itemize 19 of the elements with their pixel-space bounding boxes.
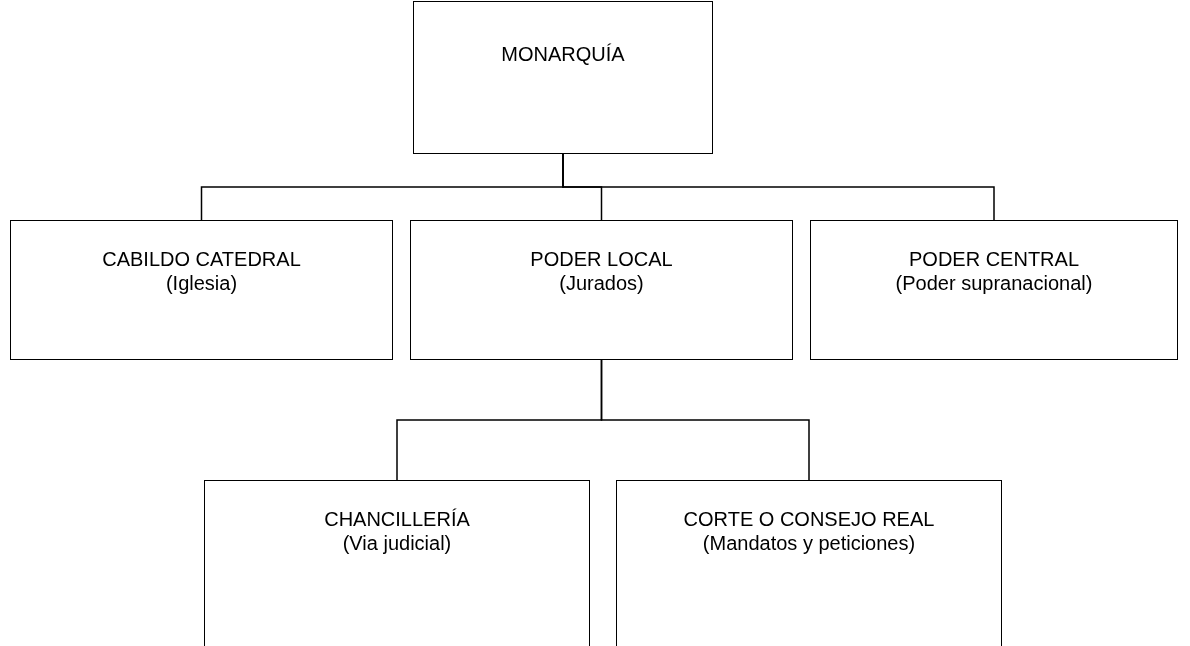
box-title: CABILDO CATEDRAL: [102, 247, 301, 271]
box-title: PODER CENTRAL: [909, 247, 1079, 271]
box-subtitle: (Poder supranacional): [895, 271, 1093, 295]
box-subtitle: (Mandatos y peticiones): [702, 531, 916, 555]
box-title: CHANCILLERÍA: [324, 507, 470, 531]
org-box: [10, 220, 393, 360]
org-box: [810, 220, 1178, 360]
org-box: [410, 220, 793, 360]
box-subtitle: (Iglesia): [165, 271, 238, 295]
connector-line: [562, 153, 995, 221]
box-title: MONARQUÍA: [501, 42, 625, 66]
connector-line: [600, 359, 810, 481]
box-title: PODER LOCAL: [530, 247, 673, 271]
org-box: [616, 480, 1002, 646]
org-box: [413, 1, 713, 154]
org-box: [204, 480, 590, 646]
box-subtitle: (Via judicial): [342, 531, 452, 555]
box-subtitle: (Jurados): [559, 271, 644, 295]
box-title: CORTE O CONSEJO REAL: [683, 507, 935, 531]
